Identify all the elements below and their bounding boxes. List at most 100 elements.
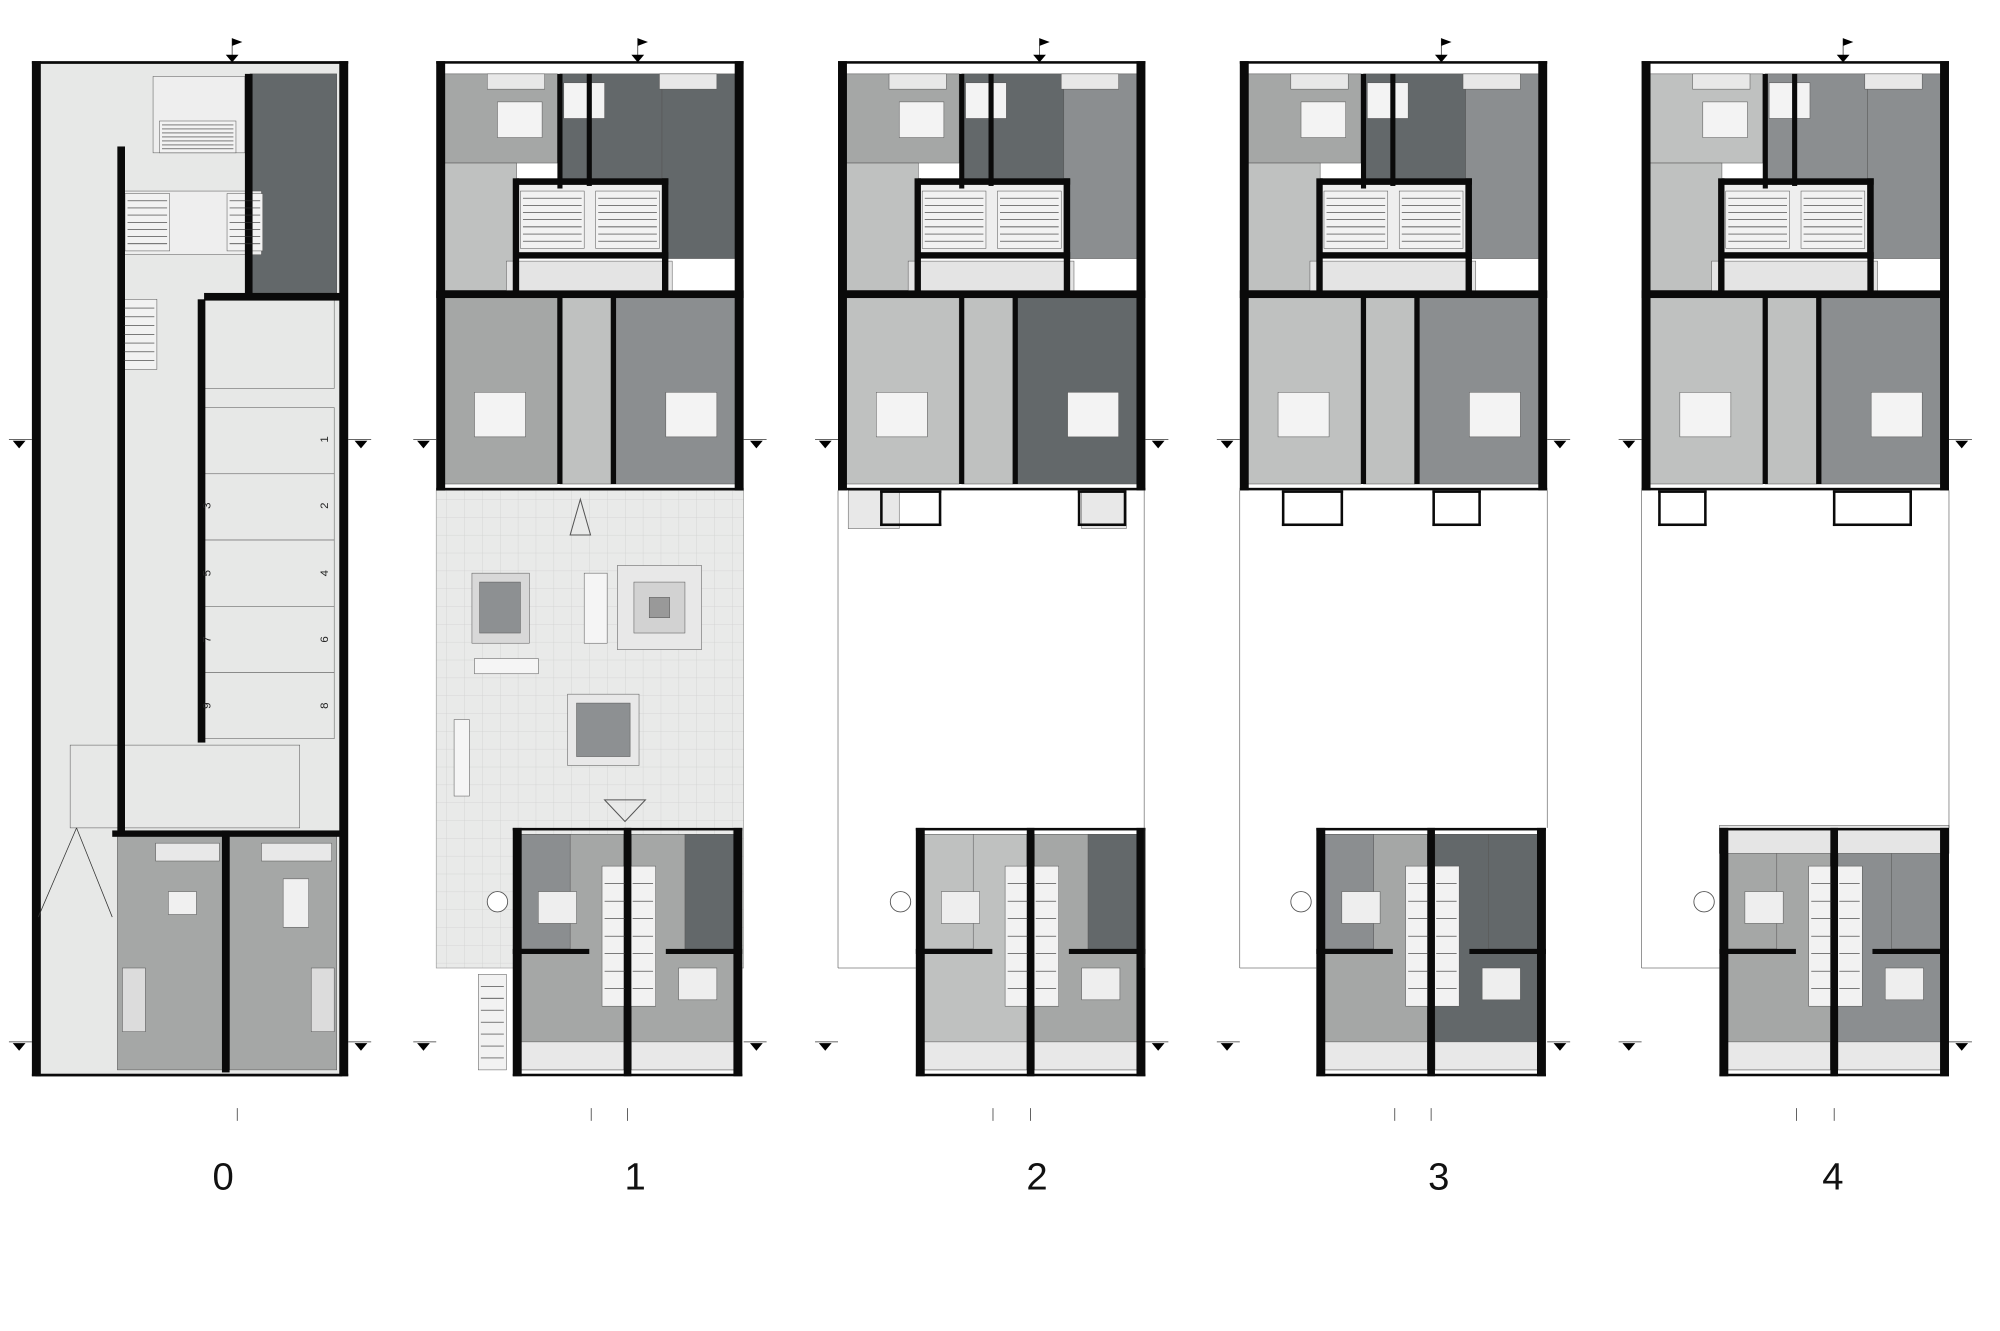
- bay-number: 6: [319, 636, 331, 642]
- wall: [1026, 827, 1035, 1077]
- north-flag-icon: [232, 38, 243, 46]
- living-room: [1816, 295, 1942, 485]
- wall: [197, 299, 206, 743]
- sofa-set: [876, 392, 928, 438]
- tree-symbol: [486, 891, 509, 913]
- bike-storage: [69, 744, 300, 829]
- wall: [1658, 490, 1661, 527]
- section-arrow-icon: [631, 54, 645, 63]
- balcony: [486, 73, 545, 90]
- parking-bay: [203, 606, 335, 673]
- bay-number: 7: [201, 636, 213, 642]
- balcony: [1081, 490, 1127, 529]
- ramp-line: [76, 827, 113, 918]
- bed: [965, 82, 1007, 119]
- wall: [436, 61, 446, 491]
- wall: [1281, 523, 1344, 527]
- section-arrow-icon: [1220, 1043, 1234, 1051]
- bed: [1768, 82, 1811, 119]
- living-room: [1465, 73, 1540, 259]
- wall: [1360, 73, 1367, 189]
- wall: [1830, 827, 1839, 1077]
- wall: [1239, 61, 1249, 491]
- bathroom: [1647, 162, 1723, 291]
- kitchen: [961, 295, 1014, 485]
- wall: [623, 827, 632, 1077]
- walls-layer: [31, 61, 1949, 1077]
- section-arrow-icon: [1622, 1043, 1636, 1051]
- wall: [1721, 252, 1874, 259]
- wall: [1721, 178, 1874, 185]
- section-arrow-icon: [1836, 54, 1850, 63]
- wall: [918, 178, 1071, 185]
- parking-bay: [203, 473, 335, 541]
- planter-inner: [479, 581, 521, 634]
- wall: [1281, 490, 1344, 493]
- unit-right: [229, 834, 337, 1071]
- section-arrow-icon: [12, 440, 26, 449]
- wall: [880, 490, 942, 493]
- wall: [1718, 178, 1725, 293]
- bed: [1884, 967, 1924, 1001]
- living-room: [1414, 295, 1540, 485]
- wall: [1360, 292, 1367, 484]
- section-arrow-icon: [354, 440, 368, 449]
- wall: [1432, 490, 1435, 527]
- kitchen: [1765, 295, 1817, 485]
- wall: [1427, 827, 1435, 1077]
- wall: [880, 490, 883, 527]
- section-arrow-icon: [1033, 54, 1046, 63]
- wall: [838, 61, 1146, 64]
- living-room: [1245, 295, 1362, 485]
- parking-bay: [203, 407, 335, 475]
- wall: [516, 252, 669, 259]
- wall: [1719, 948, 1796, 954]
- bed: [1481, 967, 1521, 1001]
- wall: [838, 487, 1146, 491]
- bench: [583, 572, 608, 644]
- level-label-0: 0: [213, 1156, 234, 1199]
- sofa-set: [1067, 392, 1119, 438]
- sofa-set: [1870, 392, 1923, 438]
- sofa: [310, 967, 335, 1032]
- wall: [1641, 290, 1949, 299]
- level-label-3: 3: [1428, 1156, 1449, 1199]
- wall: [1239, 487, 1548, 491]
- balcony: [1034, 1041, 1140, 1071]
- living-room: [661, 73, 737, 259]
- section-arrow-icon: [1220, 440, 1234, 449]
- living-room: [1647, 295, 1764, 485]
- wall: [1940, 61, 1949, 491]
- wall: [1281, 490, 1285, 527]
- wall: [31, 1073, 349, 1077]
- wall: [1320, 178, 1472, 185]
- section-arrow-icon: [1955, 440, 1969, 449]
- bay-number: 4: [319, 569, 331, 576]
- north-flag-icon: [1441, 38, 1452, 46]
- wall: [1909, 490, 1912, 527]
- wall: [31, 61, 41, 1077]
- storage: [203, 299, 335, 389]
- wall: [914, 178, 921, 293]
- sofa-set: [1277, 392, 1330, 438]
- wall: [1136, 61, 1146, 491]
- balcony: [1692, 73, 1751, 90]
- wall: [959, 73, 965, 189]
- balcony: [1864, 73, 1923, 90]
- north-flag-icon: [1843, 38, 1854, 46]
- sofa-set: [665, 392, 718, 438]
- wall: [557, 73, 563, 189]
- wall: [838, 61, 847, 491]
- bay-number: 2: [319, 502, 331, 508]
- corridor: [907, 260, 1075, 294]
- entrance-arrow-icon: [569, 497, 592, 536]
- wall: [1340, 490, 1344, 527]
- bedroom: [1087, 834, 1140, 950]
- planter-inner: [576, 702, 631, 757]
- wall: [1077, 490, 1127, 493]
- wall: [880, 523, 942, 527]
- balcony: [1322, 1041, 1428, 1071]
- living-room: [1012, 295, 1139, 485]
- wall: [1320, 252, 1472, 259]
